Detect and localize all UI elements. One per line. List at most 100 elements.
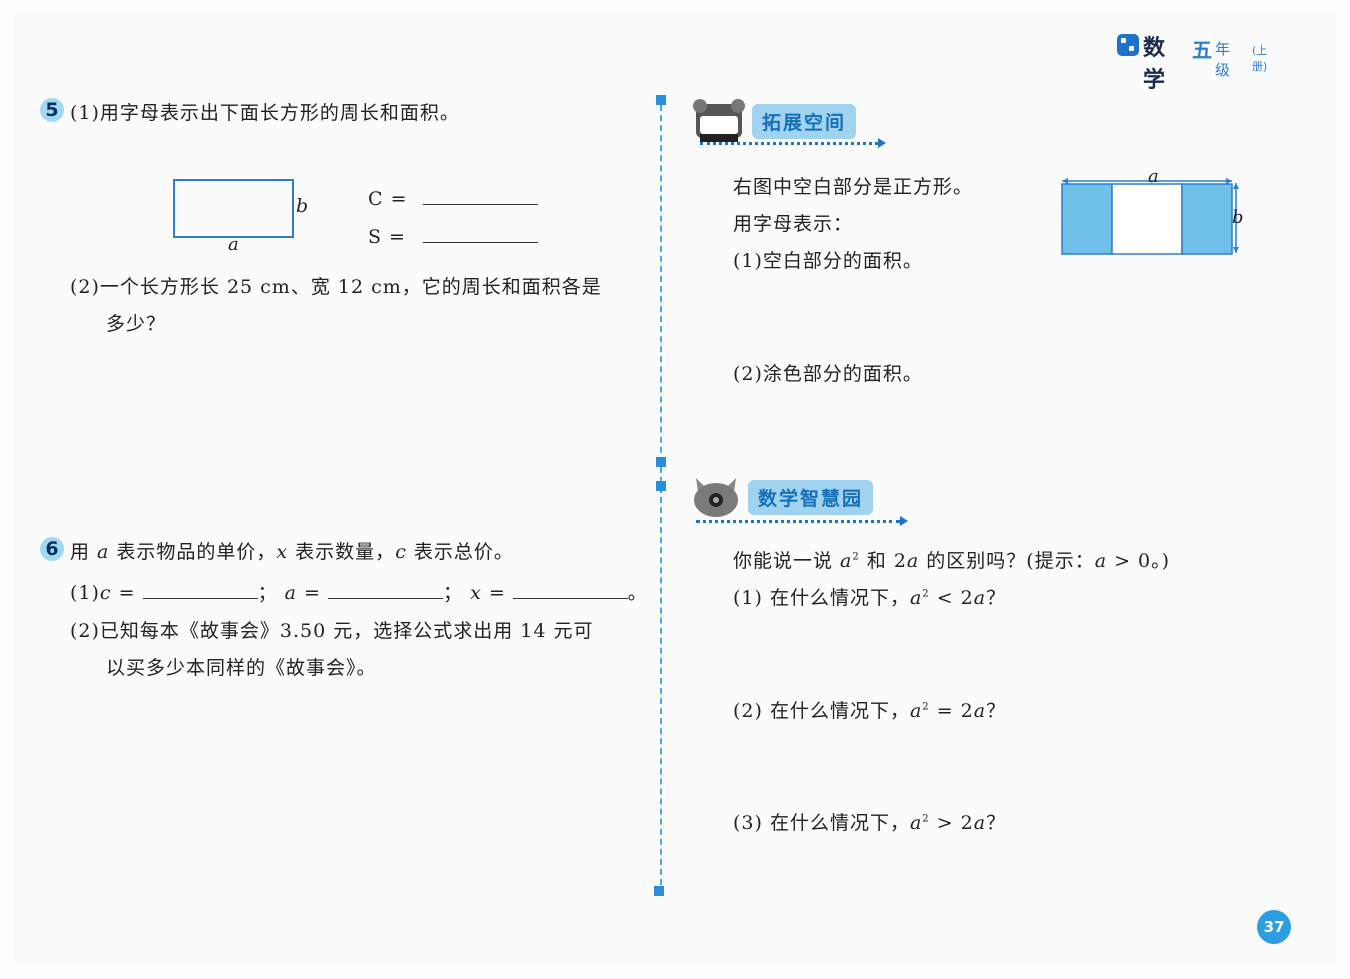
header-dotted-line — [696, 520, 900, 523]
var-a: a — [906, 550, 920, 572]
wisdom-q3: (3) 在什么情况下，a2 > 2a？ — [733, 808, 1006, 835]
q5-part2-line1: (2)一个长方形长 25 cm、宽 12 cm，它的周长和面积各是 — [70, 276, 602, 298]
formula-c-eq: = — [111, 582, 136, 604]
formula-c-blank[interactable] — [142, 580, 258, 599]
wisdom-q3-op: > 2 — [929, 812, 974, 834]
q6-part2-line1: (2)已知每本《故事会》3.50 元，选择公式求出用 14 元可 — [70, 620, 594, 642]
exponent: 2 — [922, 813, 930, 825]
expand-line1: 右图中空白部分是正方形。 — [733, 176, 974, 198]
q5-part2-line2: 多少？ — [106, 313, 167, 335]
column-divider — [660, 95, 662, 895]
var-a: a — [909, 587, 923, 609]
formula-x-var: x — [470, 582, 482, 604]
area-label: S = — [368, 226, 406, 248]
divider-mark — [656, 481, 666, 491]
rect-side-b-label: b — [296, 195, 309, 217]
shaded-rectangle-figure — [1061, 178, 1239, 255]
arrow-right-icon — [900, 516, 908, 526]
end-mark: 。 — [627, 582, 648, 604]
formula-c-var: c — [99, 582, 112, 604]
wisdom-q2-op: = 2 — [929, 700, 974, 722]
q6-part2-line2: 以买多少本同样的《故事会》。 — [106, 657, 377, 679]
brand-volume: (上册) — [1252, 44, 1268, 73]
exponent: 2 — [852, 551, 860, 563]
formula-a-blank[interactable] — [328, 580, 443, 599]
figure-width-a-label: a — [1148, 166, 1159, 187]
shaded-left-part — [1061, 183, 1113, 255]
figure-height-b-label: b — [1232, 207, 1244, 228]
rectangle-shape — [173, 179, 294, 238]
wisdom-q2: (2) 在什么情况下，a2 = 2a？ — [733, 696, 1006, 723]
formula-a-eq: = — [296, 582, 321, 604]
question-6-badge: 6 — [40, 537, 64, 561]
sep-1: ； — [257, 582, 278, 604]
wisdom-section-header: 数学智慧园 — [688, 472, 913, 526]
arrow-right-icon — [878, 138, 886, 148]
var-a: a — [909, 700, 923, 722]
wisdom-q1-prefix: (1) 在什么情况下， — [733, 587, 910, 609]
formula-x-blank[interactable] — [512, 580, 628, 599]
area-formula: S = — [368, 224, 539, 248]
shaded-right-part — [1181, 183, 1233, 255]
workbook-page — [14, 14, 1336, 964]
wisdom-q3-prefix: (3) 在什么情况下， — [733, 812, 910, 834]
perimeter-formula: C = — [368, 186, 538, 210]
wisdom-intro-a: 你能说一说 — [733, 550, 841, 572]
rectangle-figure — [173, 179, 294, 238]
area-answer-blank[interactable] — [423, 224, 539, 243]
var-c: c — [395, 541, 407, 563]
formula-a-var: a — [284, 582, 297, 604]
q6-part1-formulas: (1)c = ； a = ； x = 。 — [70, 578, 648, 605]
var-x: x — [276, 541, 289, 563]
expand-section-title: 拓展空间 — [752, 104, 857, 139]
expand-section-header: 拓展空间 — [690, 98, 890, 148]
divider-mark — [656, 457, 666, 467]
formula-x-eq: = — [481, 582, 506, 604]
brand-grade: 年级 — [1215, 40, 1231, 79]
wisdom-intro-c: 的区别吗？(提示： — [919, 550, 1095, 572]
divider-mark — [654, 886, 664, 896]
wisdom-q2-prefix: (2) 在什么情况下， — [733, 700, 910, 722]
brand-grade-num: 五 — [1192, 38, 1212, 62]
dice-logo-icon — [1117, 34, 1139, 56]
blank-square-part — [1111, 183, 1183, 255]
question-5-badge: 5 — [40, 98, 64, 122]
var-a: a — [97, 541, 110, 563]
expand-part2: (2)涂色部分的面积。 — [733, 363, 923, 385]
q6-intro-part4: 表示总价。 — [406, 541, 514, 563]
var-a: a — [973, 700, 987, 722]
q6-part1-prefix: (1) — [70, 582, 100, 604]
question-mark: ？ — [986, 700, 1007, 722]
header-dotted-line — [700, 142, 878, 145]
brand-subject: 数学 — [1143, 36, 1166, 93]
q5-part1-text: (1)用字母表示出下面长方形的周长和面积。 — [70, 102, 460, 124]
perimeter-label: C = — [368, 188, 408, 210]
var-a: a — [973, 587, 987, 609]
wisdom-intro-b: 和 2 — [859, 550, 907, 572]
var-a: a — [840, 550, 853, 572]
exponent: 2 — [922, 588, 930, 600]
wisdom-section-title: 数学智慧园 — [748, 480, 874, 515]
question-mark: ？ — [986, 812, 1007, 834]
cat-mascot-icon — [693, 99, 745, 142]
var-a: a — [1094, 550, 1108, 572]
perimeter-answer-blank[interactable] — [422, 186, 538, 205]
wisdom-intro-d: > 0。) — [1107, 550, 1171, 572]
q6-intro: 用 a 表示物品的单价，x 表示数量，c 表示总价。 — [70, 537, 514, 564]
q6-intro-part1: 用 — [70, 541, 98, 563]
var-a: a — [909, 812, 923, 834]
divider-mark — [656, 95, 666, 105]
q6-intro-part2: 表示物品的单价， — [109, 541, 277, 563]
var-a: a — [973, 812, 987, 834]
gray-cat-mascot-icon — [694, 478, 738, 517]
exponent: 2 — [922, 701, 930, 713]
wisdom-q1-op: < 2 — [929, 587, 974, 609]
q6-intro-part3: 表示数量， — [288, 541, 396, 563]
question-mark: ？ — [986, 587, 1007, 609]
sep-2: ； — [443, 582, 464, 604]
expand-line2: 用字母表示： — [733, 213, 854, 235]
expand-part1: (1)空白部分的面积。 — [733, 250, 923, 272]
wisdom-intro: 你能说一说 a2 和 2a 的区别吗？(提示：a > 0。) — [733, 546, 1170, 573]
wisdom-q1: (1) 在什么情况下，a2 < 2a？ — [733, 583, 1006, 610]
rect-side-a-label: a — [228, 234, 239, 255]
